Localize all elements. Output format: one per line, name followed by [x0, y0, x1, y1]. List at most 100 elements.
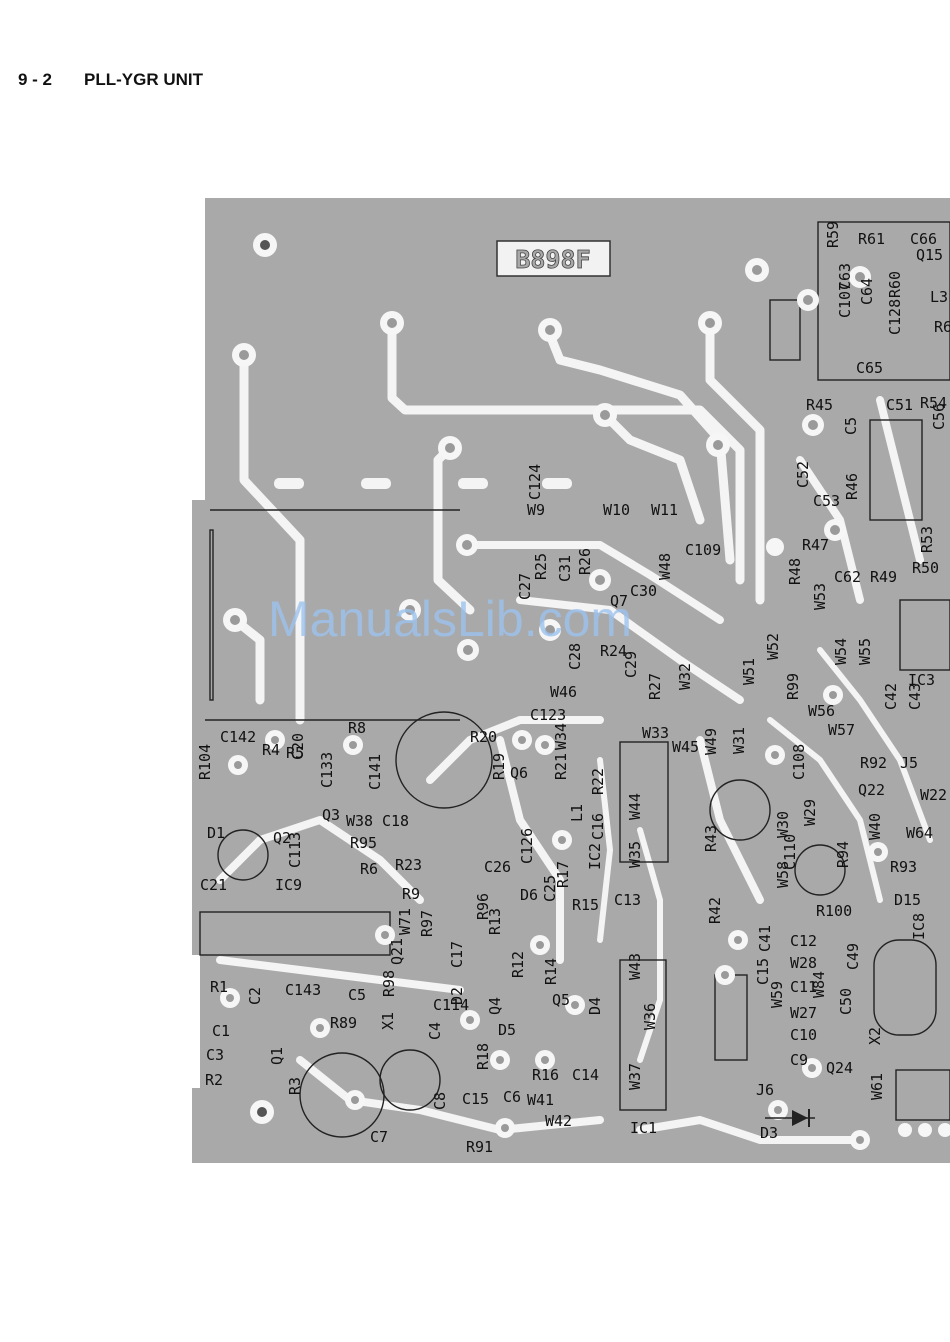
- component-label: W22: [920, 786, 947, 804]
- component-label: W52: [764, 633, 782, 660]
- component-label: R14: [542, 958, 560, 985]
- component-label: D5: [498, 1021, 516, 1039]
- component-label: R99: [784, 673, 802, 700]
- component-label: R12: [509, 951, 527, 978]
- component-label: Q24: [826, 1059, 853, 1077]
- component-label: C16: [589, 813, 607, 840]
- component-label: W36: [641, 1003, 659, 1030]
- component-label: W49: [702, 728, 720, 755]
- component-label: D1: [207, 824, 225, 842]
- component-label: R42: [706, 897, 724, 924]
- component-label: R60: [886, 271, 904, 298]
- component-label: W29: [801, 799, 819, 826]
- component-label: C143: [285, 981, 321, 999]
- component-label: R97: [418, 910, 436, 937]
- component-label: R47: [802, 536, 829, 554]
- component-label: W55: [856, 638, 874, 665]
- component-label: R1: [210, 978, 228, 996]
- component-label: D2: [448, 987, 466, 1005]
- component-label: R26: [576, 548, 594, 575]
- component-label: W9: [527, 501, 545, 519]
- component-label: R17: [554, 861, 572, 888]
- component-label: C108: [790, 744, 808, 780]
- component-label: C42: [882, 683, 900, 710]
- component-label: C25: [541, 875, 559, 902]
- component-label: D6: [520, 886, 538, 904]
- component-label: R50: [912, 559, 939, 577]
- component-label: W44: [626, 793, 644, 820]
- component-label: C18: [382, 812, 409, 830]
- component-label: C65: [856, 359, 883, 377]
- component-label: C52: [794, 461, 812, 488]
- component-label: C107: [836, 282, 854, 318]
- component-label: C51: [886, 396, 913, 414]
- component-label: C14: [572, 1066, 599, 1084]
- component-label: R21: [552, 753, 570, 780]
- component-label: R100: [816, 902, 852, 920]
- component-label: C13: [614, 891, 641, 909]
- component-label: R27: [646, 673, 664, 700]
- component-label: D4: [586, 997, 604, 1015]
- component-label: R91: [466, 1138, 493, 1156]
- component-label: C49: [844, 943, 862, 970]
- component-label: W30: [774, 811, 792, 838]
- component-label: W43: [626, 953, 644, 980]
- component-label: W51: [740, 658, 758, 685]
- component-label: C66: [910, 230, 937, 248]
- component-label: W27: [790, 1004, 817, 1022]
- component-label: C28: [566, 643, 584, 670]
- component-label: IC8: [910, 913, 928, 940]
- component-label: R6: [934, 318, 950, 336]
- component-label: R16: [532, 1066, 559, 1084]
- component-label: W64: [906, 824, 933, 842]
- board-code-box: [496, 240, 611, 277]
- component-label: C124: [526, 464, 544, 500]
- component-label: R98: [380, 970, 398, 997]
- component-label: C141: [366, 754, 384, 790]
- section-number: 9 - 2: [18, 70, 53, 89]
- unit-title: PLL-YGR UNIT: [84, 70, 203, 89]
- component-label: C126: [518, 828, 536, 864]
- component-label: R4: [262, 741, 280, 759]
- component-label: W53: [811, 583, 829, 610]
- component-label: C12: [790, 932, 817, 950]
- component-label: X2: [866, 1027, 884, 1045]
- component-label: C142: [220, 728, 256, 746]
- component-label: C113: [286, 832, 304, 868]
- mounting-holes: [250, 233, 784, 1124]
- component-label: W33: [642, 724, 669, 742]
- component-label: Q15: [916, 246, 943, 264]
- component-label: C15: [462, 1090, 489, 1108]
- component-label: W41: [527, 1091, 554, 1109]
- component-label: W10: [603, 501, 630, 519]
- component-label: C31: [556, 555, 574, 582]
- component-label: C6: [503, 1088, 521, 1106]
- component-label: C53: [813, 492, 840, 510]
- component-label: C17: [448, 941, 466, 968]
- watermark: ManualsLib.com: [268, 591, 632, 647]
- component-label: Q5: [552, 991, 570, 1009]
- component-label: R43: [702, 825, 720, 852]
- component-label: R6: [360, 860, 378, 878]
- component-label: C8: [431, 1092, 449, 1110]
- component-label: W54: [832, 638, 850, 665]
- component-label: C26: [484, 858, 511, 876]
- component-label: W61: [868, 1073, 886, 1100]
- component-label: W56: [808, 702, 835, 720]
- component-label: W28: [790, 954, 817, 972]
- component-label: Q7: [610, 592, 628, 610]
- component-label: W42: [545, 1112, 572, 1130]
- component-label: C9: [790, 1051, 808, 1069]
- component-label: R3: [286, 1077, 304, 1095]
- component-label: IC3: [908, 671, 935, 689]
- component-label: C63: [836, 263, 854, 290]
- page-header: 9 - 2 PLL-YGR UNIT: [18, 70, 203, 90]
- board-code: B898F: [515, 245, 590, 274]
- component-label: R46: [843, 473, 861, 500]
- component-label: R20: [470, 728, 497, 746]
- component-label: R53: [918, 526, 936, 553]
- component-label: C27: [516, 573, 534, 600]
- component-label: R94: [834, 841, 852, 868]
